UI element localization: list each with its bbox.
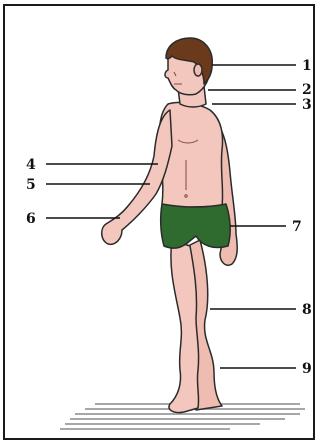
label-2: 2 [302, 82, 312, 98]
label-4: 4 [26, 157, 36, 173]
label-7: 7 [292, 219, 302, 235]
label-1: 1 [302, 58, 312, 74]
ear [194, 64, 202, 76]
label-9: 9 [302, 361, 312, 377]
label-5: 5 [26, 177, 36, 193]
label-8: 8 [302, 302, 312, 318]
label-3: 3 [302, 97, 312, 113]
human-figure [102, 38, 237, 413]
label-6: 6 [26, 211, 36, 227]
